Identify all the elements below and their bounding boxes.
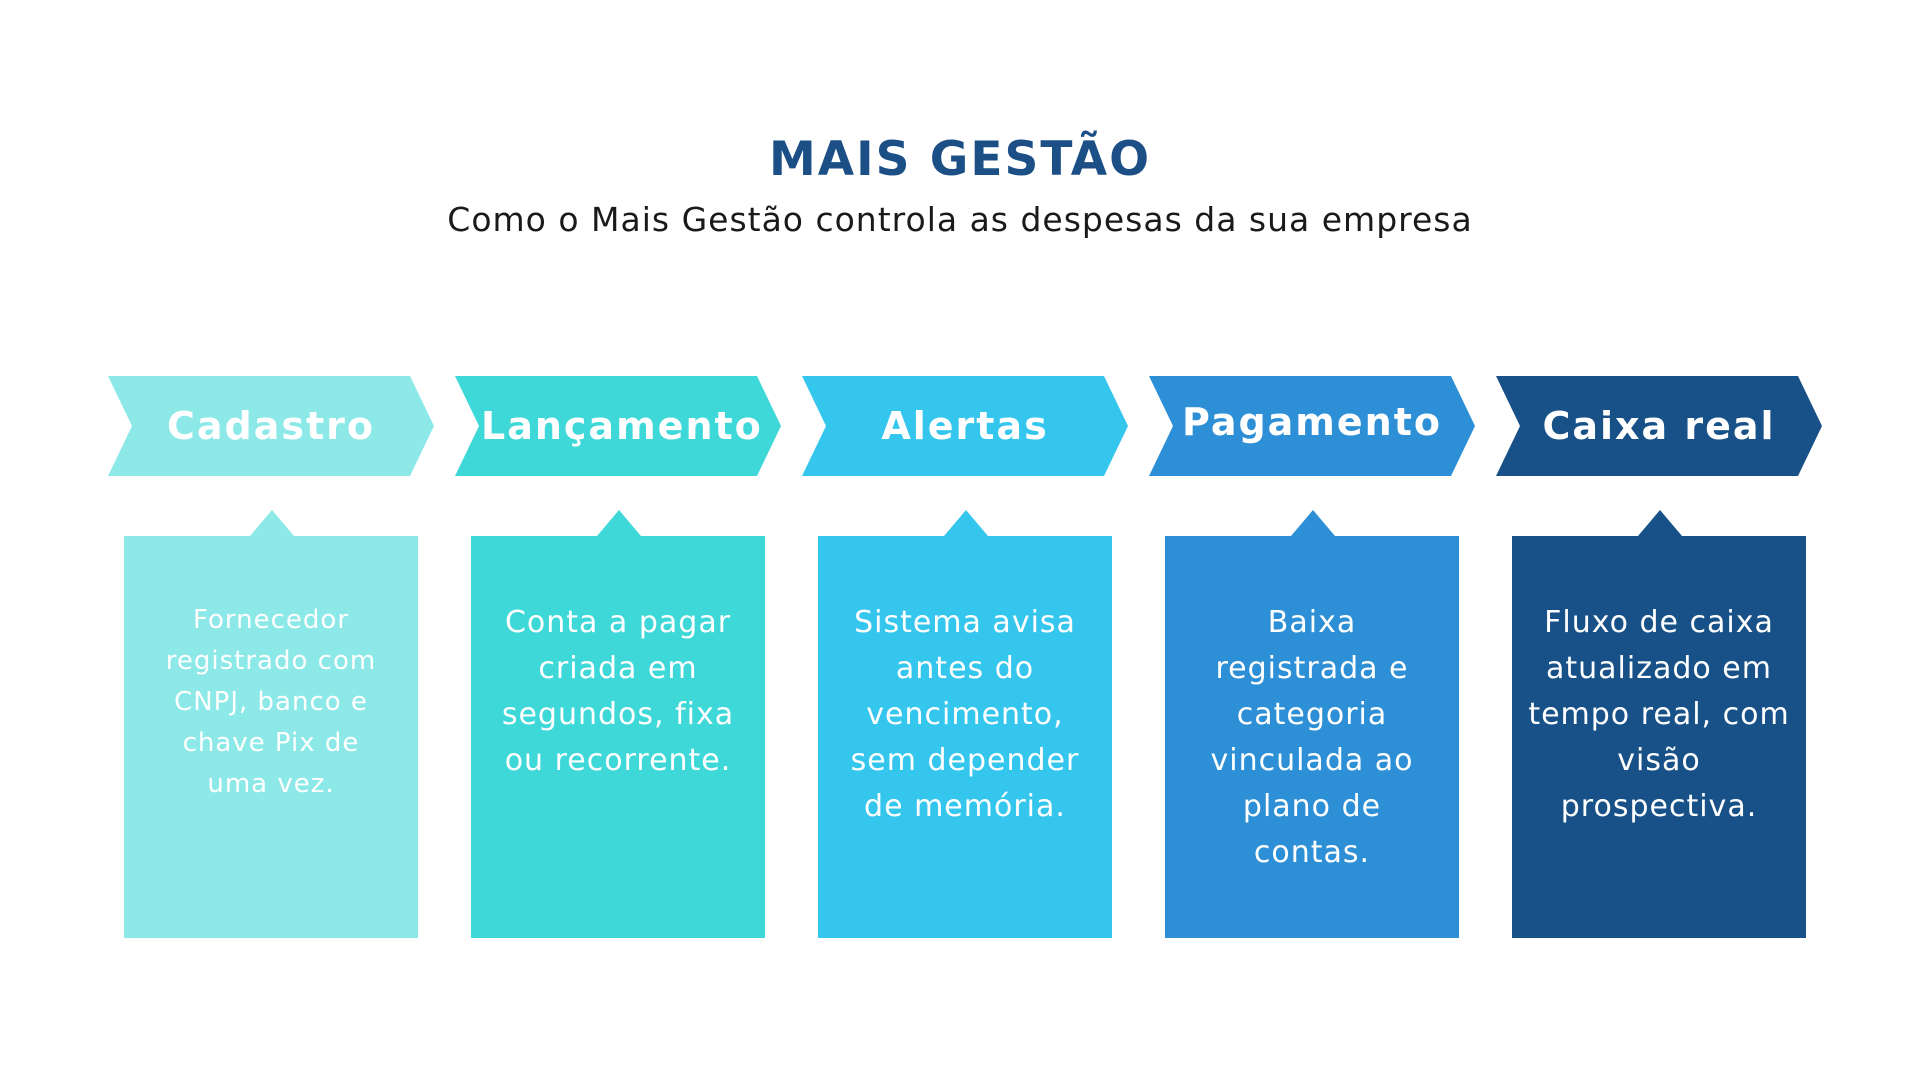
chevron-arrow [1496, 376, 1822, 476]
step-pagamento: Pagamento Baixa registrada e categoria v… [1149, 0, 1475, 1080]
step-description: Conta a pagar criada em segundos, fixa o… [501, 605, 735, 778]
step-label: Pagamento [1181, 400, 1442, 444]
step-caixa-real: Caixa real Fluxo de caixa atualizado em … [1496, 0, 1822, 1080]
pointer-triangle [1291, 510, 1335, 536]
step-lancamento: Lançamento Conta a pagar criada em segun… [455, 0, 781, 1080]
step-label: Alertas [881, 404, 1049, 448]
step-description-box [1165, 536, 1459, 938]
chevron-arrow [802, 376, 1128, 476]
step-alertas: Alertas Sistema avisa antes do venciment… [802, 0, 1128, 1080]
step-description: Fornecedor registrado com CNPJ, banco e … [165, 605, 377, 799]
step-description: Sistema avisa antes do vencimento, sem d… [850, 605, 1080, 824]
page-title: MAIS GESTÃO [768, 132, 1152, 187]
step-description-box [124, 536, 418, 938]
step-description-box [1512, 536, 1806, 938]
step-label: Cadastro [166, 404, 375, 448]
step-label: Caixa real [1542, 404, 1776, 448]
chevron-arrow [1149, 376, 1475, 476]
step-description-box [471, 536, 765, 938]
chevron-arrow [455, 376, 781, 476]
step-description: Baixa registrada e categoria vinculada a… [1210, 605, 1414, 870]
step-description-box [818, 536, 1112, 938]
step-cadastro: Cadastro Fornecedor registrado com CNPJ,… [108, 0, 434, 1080]
page-subtitle: Como o Mais Gestão controla as despesas … [447, 200, 1473, 239]
chevron-arrow [108, 376, 434, 476]
pointer-triangle [1638, 510, 1682, 536]
pointer-triangle [944, 510, 988, 536]
step-description: Fluxo de caixa atualizado em tempo real,… [1528, 605, 1790, 824]
step-label: Lançamento [481, 404, 763, 448]
pointer-triangle [250, 510, 294, 536]
pointer-triangle [597, 510, 641, 536]
